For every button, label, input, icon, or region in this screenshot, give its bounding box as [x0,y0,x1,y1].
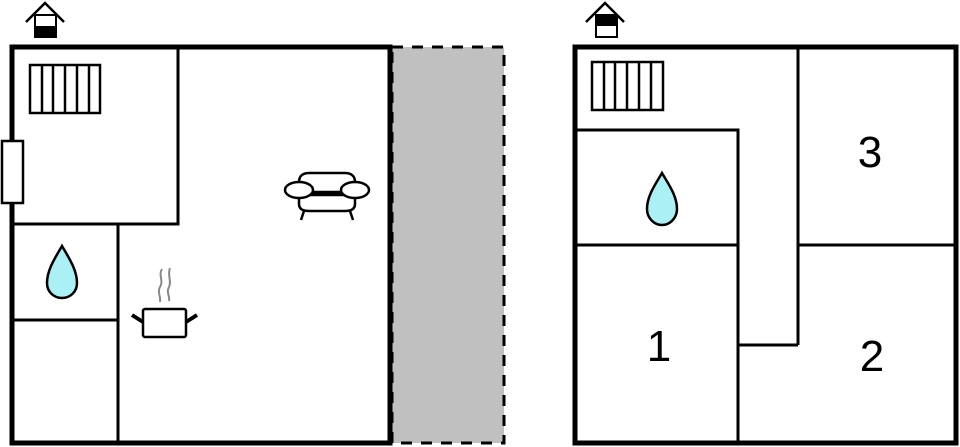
inner-wall-utility [12,47,180,226]
room-label-2: 2 [859,332,885,381]
radiator-icon [28,63,102,115]
terrace-area [390,45,506,445]
water-drop-icon [45,243,79,300]
ground-floor-plan [0,1,506,446]
water-drop-icon [645,170,679,227]
outer-wall [9,44,393,446]
house-icon-ground [25,1,65,38]
inner-wall-bath-top [575,128,740,443]
radiator-icon [590,60,665,112]
house-icon-upper [585,1,625,38]
window [0,139,25,205]
room-label-1: 1 [646,322,672,371]
room-label-3: 3 [857,128,883,177]
armchair-icon [283,171,371,221]
upper-floor-plan [572,1,959,446]
cooking-pot-icon [130,267,199,339]
